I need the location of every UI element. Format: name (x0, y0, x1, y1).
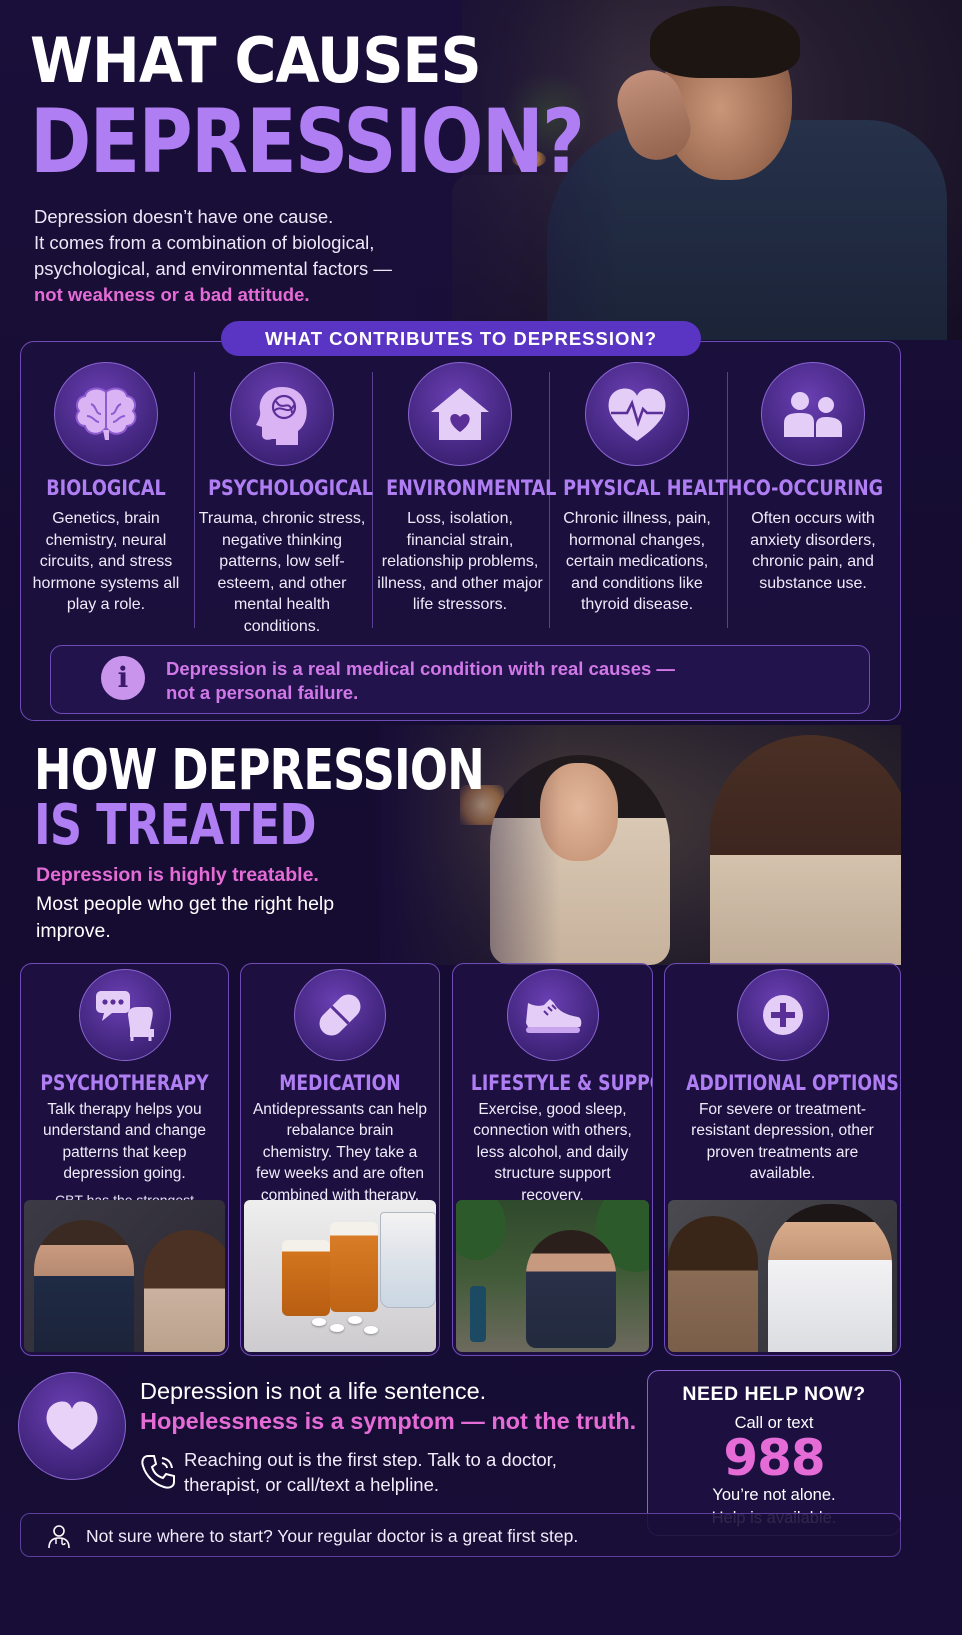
chat-chair-icon (78, 969, 171, 1061)
treated-title-line1: HOW DEPRESSION (34, 738, 485, 803)
cause-title: CO-OCCURING (742, 476, 884, 500)
plus-icon (736, 969, 829, 1061)
cause-title: ENVIRONMENTAL (386, 476, 557, 500)
card-psychotherapy: PSYCHOTHERAPY Talk therapy helps you und… (20, 963, 229, 1356)
help-title: NEED HELP NOW? (682, 1383, 866, 1405)
treat-fade (380, 725, 560, 965)
cause-co-occuring: CO-OCCURING Often occurs with anxiety di… (725, 362, 901, 628)
intro-line: It comes from a combination of biologica… (34, 232, 375, 253)
card-medication: MEDICATION Antidepressants can help reba… (240, 963, 440, 1356)
hero-section: WHAT CAUSES DEPRESSION? Depression doesn… (0, 0, 962, 340)
man-hair-shape (650, 6, 800, 78)
cause-text: Loss, isolation, financial strain, relat… (377, 510, 543, 614)
card-text: For severe or treatment-resistant depres… (691, 1101, 874, 1183)
card-title: MEDICATION (279, 1071, 401, 1095)
cause-text: Genetics, brain chemistry, neural circui… (32, 510, 180, 614)
person-shape (526, 1230, 616, 1348)
card-title: PSYCHOTHERAPY (40, 1071, 209, 1095)
footer-bar (20, 1513, 901, 1557)
help-sub-line: You’re not alone. (712, 1486, 836, 1504)
help-box: NEED HELP NOW? Call or text 988 You’re n… (647, 1370, 901, 1536)
cause-text: Often occurs with anxiety disorders, chr… (750, 510, 876, 592)
lifestyle-photo (456, 1200, 649, 1352)
note-line: Depression is a real medical condition w… (166, 658, 675, 679)
house-heart-icon (408, 362, 512, 466)
divider (194, 372, 195, 628)
pill-icon (294, 969, 386, 1061)
footer-text: Not sure where to start? Your regular do… (86, 1526, 579, 1546)
heart-icon (18, 1372, 126, 1480)
pill-shape (364, 1326, 378, 1334)
pill-shape (348, 1316, 362, 1324)
divider (372, 372, 373, 628)
water-bottle-shape (470, 1286, 486, 1342)
doctor-shape (768, 1204, 892, 1352)
pill-bottle-shape (330, 1222, 378, 1312)
pill-shape (330, 1324, 344, 1332)
treated-intro: Most people who get the right help impro… (36, 893, 335, 942)
phone-icon (138, 1452, 178, 1492)
note-box (50, 645, 870, 714)
hero-intro: Depression doesn’t have one cause. It co… (34, 204, 454, 308)
cause-psychological: PSYCHOLOGICAL Trauma, chronic stress, ne… (194, 362, 374, 635)
cause-text: Trauma, chronic stress, negative thinkin… (198, 510, 366, 635)
card-additional-options: ADDITIONAL OPTIONS For severe or treatme… (664, 963, 901, 1356)
card-lifestyle-support: LIFESTYLE & SUPPORT Exercise, good sleep… (452, 963, 653, 1356)
pill-shape (312, 1318, 326, 1326)
cause-biological: BIOLOGICAL Genetics, brain chemistry, ne… (18, 362, 194, 628)
contributes-heading: WHAT CONTRIBUTES TO DEPRESSION? (221, 321, 701, 356)
info-icon: i (101, 656, 145, 700)
helpline-number[interactable]: 988 (723, 1429, 825, 1487)
intro-line: psychological, and environmental factors… (34, 258, 392, 279)
cause-physical-health: PHYSICAL HEALTH Chronic illness, pain, h… (549, 362, 743, 628)
person-shape (144, 1230, 225, 1352)
help-call-label: Call or text (734, 1414, 814, 1432)
heart-pulse-icon (585, 362, 689, 466)
tree-shape (456, 1200, 506, 1260)
card-title: ADDITIONAL OPTIONS (686, 1071, 899, 1095)
page-title-line2: DEPRESSION? (30, 90, 585, 193)
therapist-shape (710, 735, 901, 965)
card-title: LIFESTYLE & SUPPORT (470, 1071, 652, 1095)
hero-fade (380, 0, 620, 340)
divider (727, 372, 728, 628)
cause-environmental: ENVIRONMENTAL Loss, isolation, financial… (372, 362, 557, 628)
bottom-highlight: Hopelessness is a symptom — not the trut… (140, 1408, 637, 1434)
card-text: Exercise, good sleep, connection with ot… (473, 1101, 632, 1204)
note-line: not a personal failure. (166, 682, 359, 703)
head-thoughts-icon (230, 362, 334, 466)
person-shape (34, 1220, 134, 1352)
bottom-headline: Depression is not a life sentence. (140, 1378, 487, 1404)
medication-photo (244, 1200, 436, 1352)
cause-text: Chronic illness, pain, hormonal changes,… (563, 510, 711, 614)
doctor-photo (668, 1200, 897, 1352)
note-text: Depression is a real medical condition w… (166, 657, 726, 705)
divider (549, 372, 550, 628)
brain-icon (54, 362, 158, 466)
cause-title: BIOLOGICAL (46, 476, 166, 500)
intro-highlight: not weakness or a bad attitude. (34, 284, 310, 305)
pill-bottle-shape (282, 1240, 330, 1316)
patient-shape (668, 1216, 758, 1352)
doctor-icon (46, 1523, 72, 1549)
intro-line: Depression doesn’t have one cause. (34, 206, 334, 227)
card-text: Antidepressants can help rebalance brain… (252, 1101, 428, 1204)
card-text: Talk therapy helps you understand and ch… (43, 1101, 206, 1183)
therapy-photo (24, 1200, 225, 1352)
treated-highlight: Depression is highly treatable. (36, 864, 319, 886)
treated-title-line2: IS TREATED (34, 793, 317, 858)
bottom-small-text: Reaching out is the first step. Talk to … (184, 1449, 557, 1495)
page-title-line1: WHAT CAUSES (30, 24, 482, 97)
sneaker-icon (506, 969, 599, 1061)
cause-title: PHYSICAL HEALTH (563, 476, 743, 500)
cause-title: PSYCHOLOGICAL (208, 476, 374, 500)
water-glass-shape (380, 1212, 436, 1308)
people-icon (761, 362, 865, 466)
